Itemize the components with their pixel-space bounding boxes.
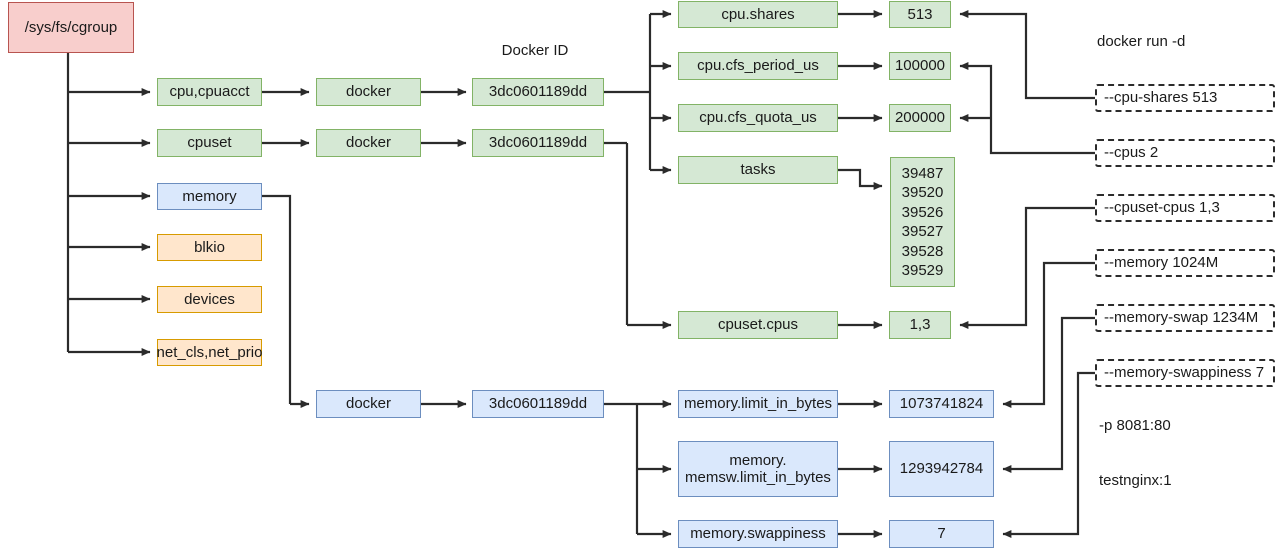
flag-label: --cpus 2 [1104, 144, 1159, 162]
flag-label: --cpuset-cpus 1,3 [1104, 199, 1220, 217]
node-value-cpu-shares[interactable]: 513 [889, 1, 951, 28]
node-docker-dir-cpu[interactable]: docker [316, 78, 421, 106]
flag-label: --memory-swappiness 7 [1104, 364, 1265, 382]
node-label: cpuset.cpus [717, 316, 799, 334]
node-label: docker [345, 134, 392, 152]
node-file-memory-limit-in-bytes[interactable]: memory.limit_in_bytes [678, 390, 838, 418]
node-file-cpu-shares[interactable]: cpu.shares [678, 1, 838, 28]
node-label: 1073741824 [899, 395, 984, 413]
flag-label: --memory-swap 1234M [1104, 309, 1259, 327]
node-file-memory-swappiness[interactable]: memory.swappiness [678, 520, 838, 548]
flag-memory-swap[interactable]: --memory-swap 1234M [1095, 304, 1275, 332]
node-label: docker [345, 83, 392, 101]
node-value-memory-swappiness[interactable]: 7 [889, 520, 994, 548]
node-label: cpuset [187, 134, 232, 152]
node-value-cpu-cfs-quota-us[interactable]: 200000 [889, 104, 951, 132]
run-arg-port-mapping: -p 8081:80 [1099, 416, 1279, 436]
node-label: 1,3 [909, 316, 931, 334]
node-label-line1: memory. [729, 451, 787, 469]
node-label: 3dc0601189dd [488, 395, 588, 413]
node-value-memory-memsw-limit-in-bytes[interactable]: 1293942784 [889, 441, 994, 497]
node-label: blkio [194, 238, 225, 256]
label-text: testnginx:1 [1099, 472, 1172, 490]
node-label: cpu.cfs_period_us [697, 57, 819, 75]
flag-label: --cpu-shares 513 [1104, 89, 1218, 107]
pid-entry: 39528 [901, 242, 944, 260]
node-subsystem-net-cls-net-prio[interactable]: net_cls,net_prio [157, 339, 262, 366]
node-label: 100000 [894, 57, 946, 75]
node-value-tasks-pid-list[interactable]: 39487 39520 39526 39527 39528 39529 [890, 157, 955, 287]
node-label: 513 [907, 5, 933, 23]
pid-entry: 39527 [901, 223, 944, 240]
node-file-memory-memsw-limit-in-bytes[interactable]: memory. memsw.limit_in_bytes [678, 441, 838, 497]
node-label: docker [345, 395, 392, 413]
flag-memory[interactable]: --memory 1024M [1095, 249, 1275, 277]
label-docker-run: docker run -d [1097, 32, 1277, 52]
run-arg-image: testnginx:1 [1099, 471, 1279, 491]
node-label: devices [184, 290, 235, 308]
node-label-line2: memsw.limit_in_bytes [685, 469, 831, 486]
node-subsystem-cpu-cpuacct[interactable]: cpu,cpuacct [157, 78, 262, 106]
flag-cpuset-cpus[interactable]: --cpuset-cpus 1,3 [1095, 194, 1275, 222]
flag-memory-swappiness[interactable]: --memory-swappiness 7 [1095, 359, 1275, 387]
node-label: memory.limit_in_bytes [683, 395, 833, 413]
flag-cpu-shares[interactable]: --cpu-shares 513 [1095, 84, 1275, 112]
flag-cpus[interactable]: --cpus 2 [1095, 139, 1275, 167]
node-sys-fs-cgroup[interactable]: /sys/fs/cgroup [8, 2, 134, 53]
node-subsystem-memory[interactable]: memory [157, 183, 262, 210]
label-text: Docker ID [501, 42, 569, 60]
node-label: 200000 [894, 109, 946, 127]
node-label: cpu.shares [721, 5, 795, 23]
node-label: cpu.cfs_quota_us [699, 109, 817, 127]
node-file-cpu-cfs-quota-us[interactable]: cpu.cfs_quota_us [678, 104, 838, 132]
node-file-tasks[interactable]: tasks [678, 156, 838, 184]
pid-entry: 39487 [901, 164, 944, 182]
node-value-cpu-cfs-period-us[interactable]: 100000 [889, 52, 951, 80]
pid-entry: 39520 [901, 184, 944, 201]
node-file-cpuset-cpus[interactable]: cpuset.cpus [678, 311, 838, 339]
node-subsystem-devices[interactable]: devices [157, 286, 262, 313]
node-label: 3dc0601189dd [488, 134, 588, 152]
node-container-id-cpu[interactable]: 3dc0601189dd [472, 78, 604, 106]
node-file-cpu-cfs-period-us[interactable]: cpu.cfs_period_us [678, 52, 838, 80]
node-label: net_cls,net_prio [156, 343, 263, 361]
node-label: memory [182, 187, 237, 205]
pid-entry: 39529 [901, 262, 944, 279]
node-label: cpu,cpuacct [169, 83, 250, 101]
node-container-id-memory[interactable]: 3dc0601189dd [472, 390, 604, 418]
label-text: docker run -d [1097, 33, 1186, 51]
pid-entry: 39526 [901, 203, 944, 221]
label-text: -p 8081:80 [1099, 417, 1171, 435]
node-docker-dir-cpuset[interactable]: docker [316, 129, 421, 157]
node-subsystem-blkio[interactable]: blkio [157, 234, 262, 261]
node-label: 7 [937, 525, 946, 543]
label-docker-id: Docker ID [466, 41, 604, 61]
node-value-cpuset-cpus[interactable]: 1,3 [889, 311, 951, 339]
node-label: tasks [740, 161, 776, 179]
node-label: /sys/fs/cgroup [24, 18, 118, 36]
node-docker-dir-memory[interactable]: docker [316, 390, 421, 418]
node-subsystem-cpuset[interactable]: cpuset [157, 129, 262, 157]
node-value-memory-limit-in-bytes[interactable]: 1073741824 [889, 390, 994, 418]
node-container-id-cpuset[interactable]: 3dc0601189dd [472, 129, 604, 157]
node-label: 1293942784 [899, 460, 984, 478]
flag-label: --memory 1024M [1104, 254, 1219, 272]
node-label: 3dc0601189dd [488, 83, 588, 101]
node-label: memory.swappiness [690, 525, 826, 543]
